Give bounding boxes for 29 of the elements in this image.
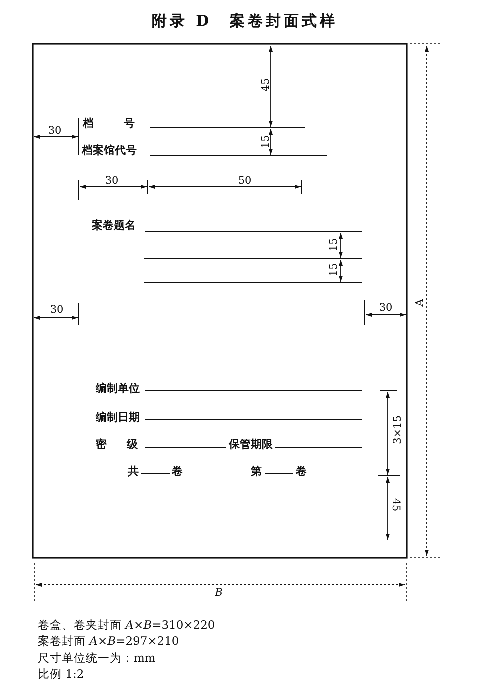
dimension-value: 30: [379, 302, 393, 314]
dimension-value: 30: [48, 125, 62, 137]
field-label: 密 级: [96, 438, 138, 452]
field-label: 案卷题名: [92, 219, 136, 233]
dimension-value: A: [414, 299, 426, 307]
dimension-value: 50: [238, 175, 252, 187]
dimension-value: 3×15: [392, 416, 404, 444]
note-text: 案卷封面 A×B=297×210: [38, 634, 180, 648]
note-text: 尺寸单位统一为：mm: [38, 651, 156, 665]
note-text: 卷盒、卷夹封面 A×B=310×220: [38, 618, 216, 632]
field-label: 保管期限: [229, 438, 273, 452]
dimension-value: 45: [390, 498, 402, 512]
field-label: 档 号: [83, 117, 135, 131]
note-text: 比例 1:2: [38, 667, 84, 681]
field-label: 档案馆代号: [82, 144, 137, 158]
title: 附录 D 案卷封面式样: [152, 12, 338, 31]
field-label: 卷: [172, 465, 183, 479]
dimension-value: 15: [328, 263, 340, 277]
dimension-value: 15: [328, 238, 340, 252]
dimension-value: 45: [260, 78, 272, 92]
field-label: 编制日期: [96, 411, 140, 425]
field-label: 共: [128, 465, 139, 479]
dimension-value: B: [215, 587, 223, 599]
field-label: 编制单位: [96, 382, 140, 396]
dimension-value: 15: [260, 135, 272, 149]
dimension-value: 30: [105, 175, 119, 187]
dimension-value: 30: [50, 304, 64, 316]
field-label: 第: [251, 465, 262, 479]
field-label: 卷: [296, 465, 307, 479]
